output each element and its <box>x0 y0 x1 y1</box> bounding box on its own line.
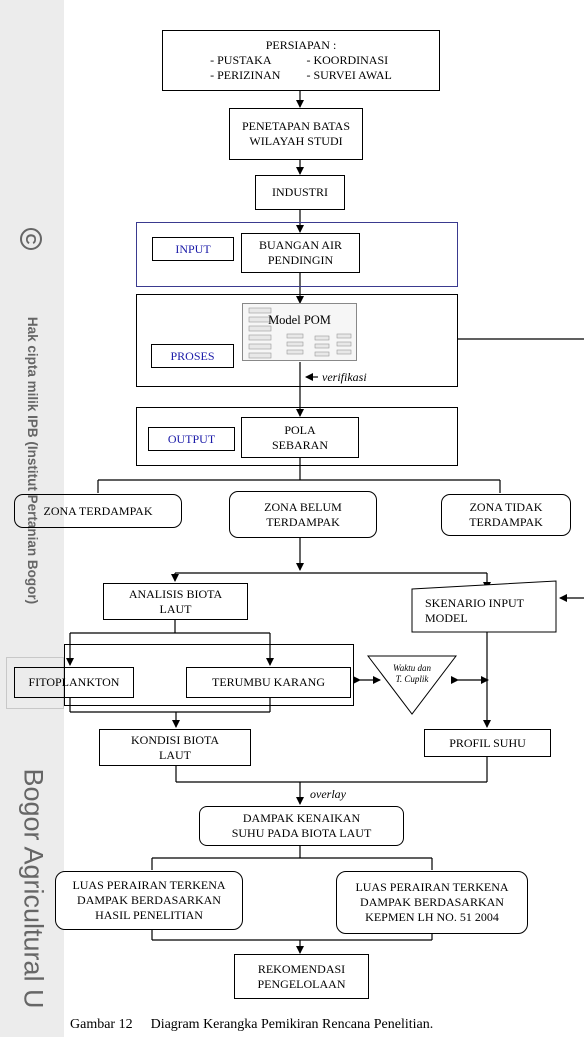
buangan-box: BUANGAN AIR PENDINGIN <box>241 233 360 273</box>
watermark-strip: C Hak cipta milik IPB (Institut Pertania… <box>0 0 64 1037</box>
figure-number: Gambar 12 <box>70 1017 133 1032</box>
pola-sebaran-box: POLA SEBARAN <box>241 417 359 458</box>
zona-tidak-box: ZONA TIDAK TERDAMPAK <box>441 494 571 536</box>
proses-label: PROSES <box>151 344 234 368</box>
overlay-label: overlay <box>310 787 346 801</box>
kondisi-biota-box: KONDISI BIOTA LAUT <box>99 729 251 766</box>
fitoplankton-box: FITOPLANKTON <box>14 667 134 698</box>
luas-hasil-box: LUAS PERAIRAN TERKENA DAMPAK BERDASARKAN… <box>55 871 243 930</box>
penetapan-box: PENETAPAN BATAS WILAYAH STUDI <box>229 108 363 160</box>
industri-box: INDUSTRI <box>255 175 345 210</box>
input-region <box>136 222 458 287</box>
flowchart-thumbnail-icon <box>248 307 352 359</box>
luas-kepmen-box: LUAS PERAIRAN TERKENA DAMPAK BERDASARKAN… <box>336 871 528 934</box>
persiapan-list-1: - PUSTAKA - PERIZINAN <box>210 53 281 82</box>
profil-suhu-box: PROFIL SUHU <box>424 729 551 757</box>
output-region <box>136 407 458 466</box>
figure-caption-text: Diagram Kerangka Pemikiran Rencana Penel… <box>150 1017 434 1032</box>
figure-caption: Gambar 12 Diagram Kerangka Pemikiran Renc… <box>70 1017 433 1033</box>
waktu-cuplik-triangle: Waktu dan T. Cuplik <box>367 655 457 715</box>
persiapan-box: PERSIAPAN : - PUSTAKA - PERIZINAN - KOOR… <box>162 30 440 91</box>
dampak-box: DAMPAK KENAIKAN SUHU PADA BIOTA LAUT <box>199 806 404 846</box>
zona-terdampak-box: ZONA TERDAMPAK <box>14 494 182 528</box>
output-label: OUTPUT <box>148 427 235 451</box>
fitoplankton-ghost <box>6 657 64 709</box>
skenario-box: SKENARIO INPUT MODEL <box>411 580 557 633</box>
rekomendasi-box: REKOMENDASI PENGELOLAAN <box>234 954 369 999</box>
input-label: INPUT <box>152 237 234 261</box>
analisis-box: ANALISIS BIOTA LAUT <box>103 583 248 620</box>
zona-belum-box: ZONA BELUM TERDAMPAK <box>229 491 377 538</box>
persiapan-list-2: - KOORDINASI - SURVEI AWAL <box>306 53 392 82</box>
persiapan-title: PERSIAPAN : <box>265 38 337 52</box>
terumbu-karang-box: TERUMBU KARANG <box>186 667 351 698</box>
verifikasi-label: verifikasi <box>322 370 367 384</box>
biota-region <box>64 644 354 706</box>
proses-region <box>136 294 458 387</box>
model-pom-thumbnail: Model POM <box>242 303 357 361</box>
model-pom-label: Model POM <box>268 313 331 327</box>
